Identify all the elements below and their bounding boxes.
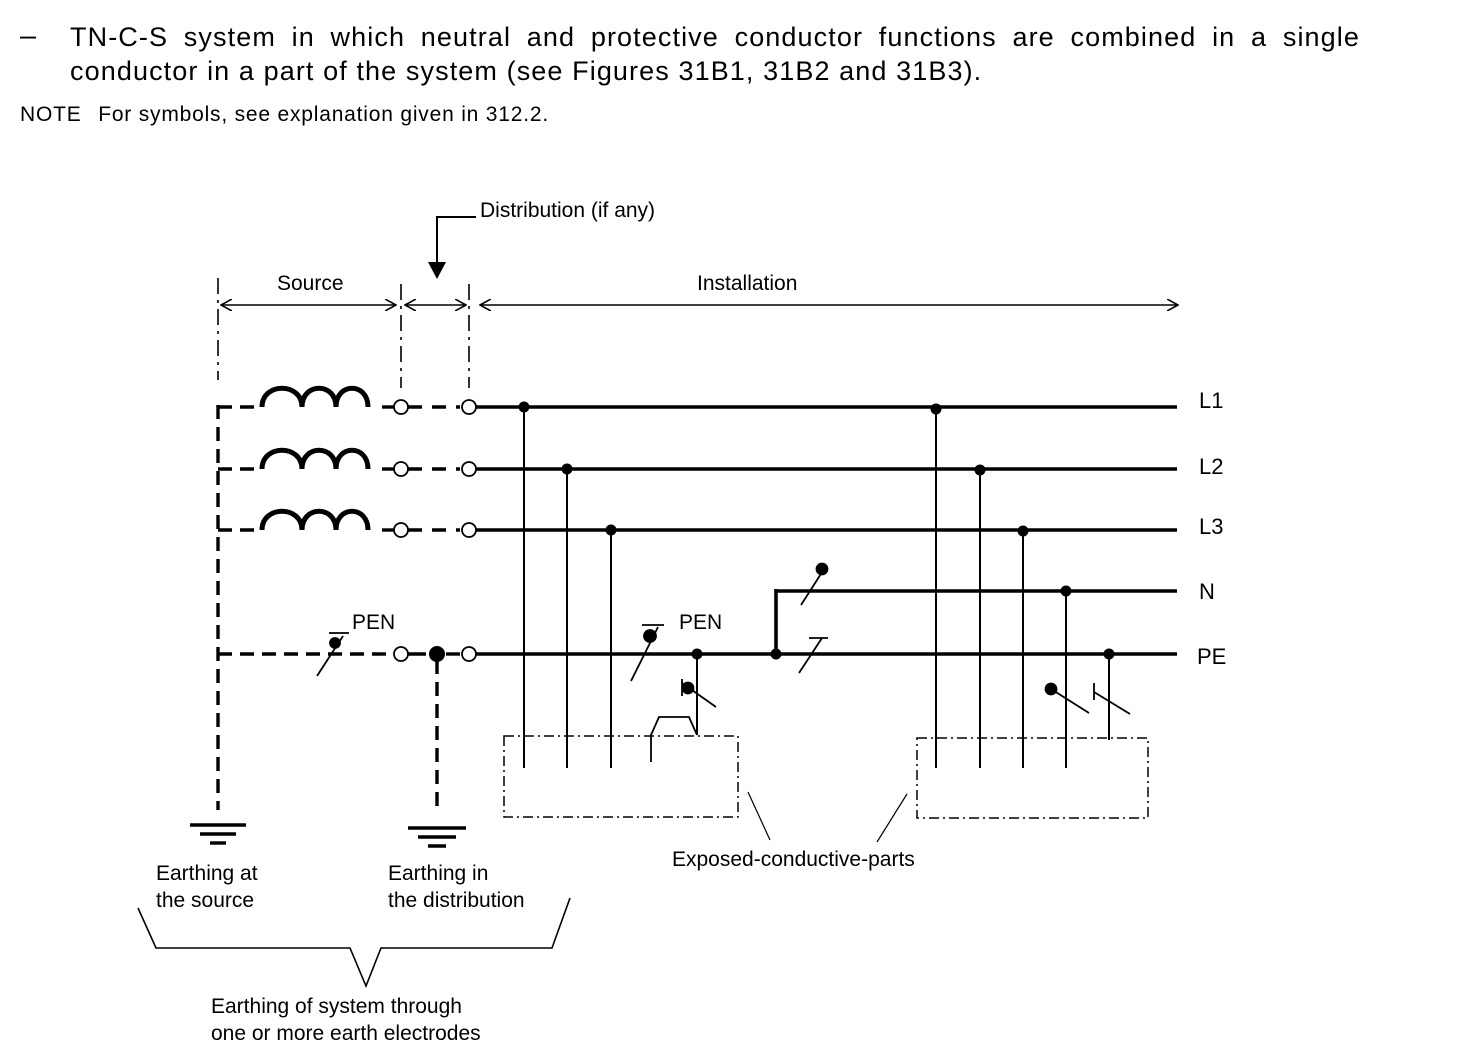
note-label: NOTE	[20, 103, 82, 126]
pen-label-source: PEN	[352, 611, 395, 634]
note-text: For symbols, see explanation given in 31…	[98, 103, 549, 126]
intro-paragraph: TN-C-S system in which neutral and prote…	[70, 22, 1360, 86]
earth-symbol-distribution	[408, 826, 466, 848]
main-conductors	[476, 405, 1177, 656]
pen-label-installation: PEN	[679, 611, 722, 634]
exposed-parts-label: Exposed-conductive-parts	[672, 848, 915, 871]
terminals	[393, 399, 477, 662]
bullet-dash: –	[20, 20, 37, 52]
vertical-taps	[523, 407, 1110, 768]
earthing-distribution-line1: Earthing in	[388, 862, 488, 885]
label-pe: PE	[1197, 644, 1226, 669]
conductor-labels: L1 L2 L3 N PE	[1197, 388, 1226, 669]
label-n: N	[1199, 579, 1215, 604]
distribution-label: Distribution (if any)	[480, 199, 655, 222]
earthing-bracket	[137, 897, 571, 989]
installation-label: Installation	[697, 272, 797, 295]
earthing-system-line2: one or more earth electrodes	[211, 1022, 481, 1045]
exposed-parts-leaders	[747, 791, 908, 843]
earthing-source-line2: the source	[156, 889, 254, 912]
distribution-indicator: Distribution (if any)	[428, 199, 655, 279]
function-symbols	[316, 562, 1131, 715]
earthing-distribution-line2: the distribution	[388, 889, 525, 912]
earth-symbol-source	[190, 823, 246, 845]
source-dashed-wiring	[216, 405, 460, 810]
exposed-conductive-parts	[503, 735, 1149, 819]
equipment-pe-connection	[650, 716, 698, 762]
earthing-system-line1: Earthing of system through	[211, 995, 462, 1018]
source-windings	[259, 385, 371, 531]
label-l2: L2	[1199, 454, 1223, 479]
distribution-earth-junction	[429, 646, 445, 662]
note: NOTE For symbols, see explanation given …	[20, 103, 549, 127]
junction-dots	[518, 401, 1115, 660]
earthing-source-line1: Earthing at	[156, 862, 258, 885]
source-label: Source	[277, 272, 344, 295]
label-l3: L3	[1199, 514, 1223, 539]
label-l1: L1	[1199, 388, 1223, 413]
boundary-lines	[217, 278, 470, 388]
